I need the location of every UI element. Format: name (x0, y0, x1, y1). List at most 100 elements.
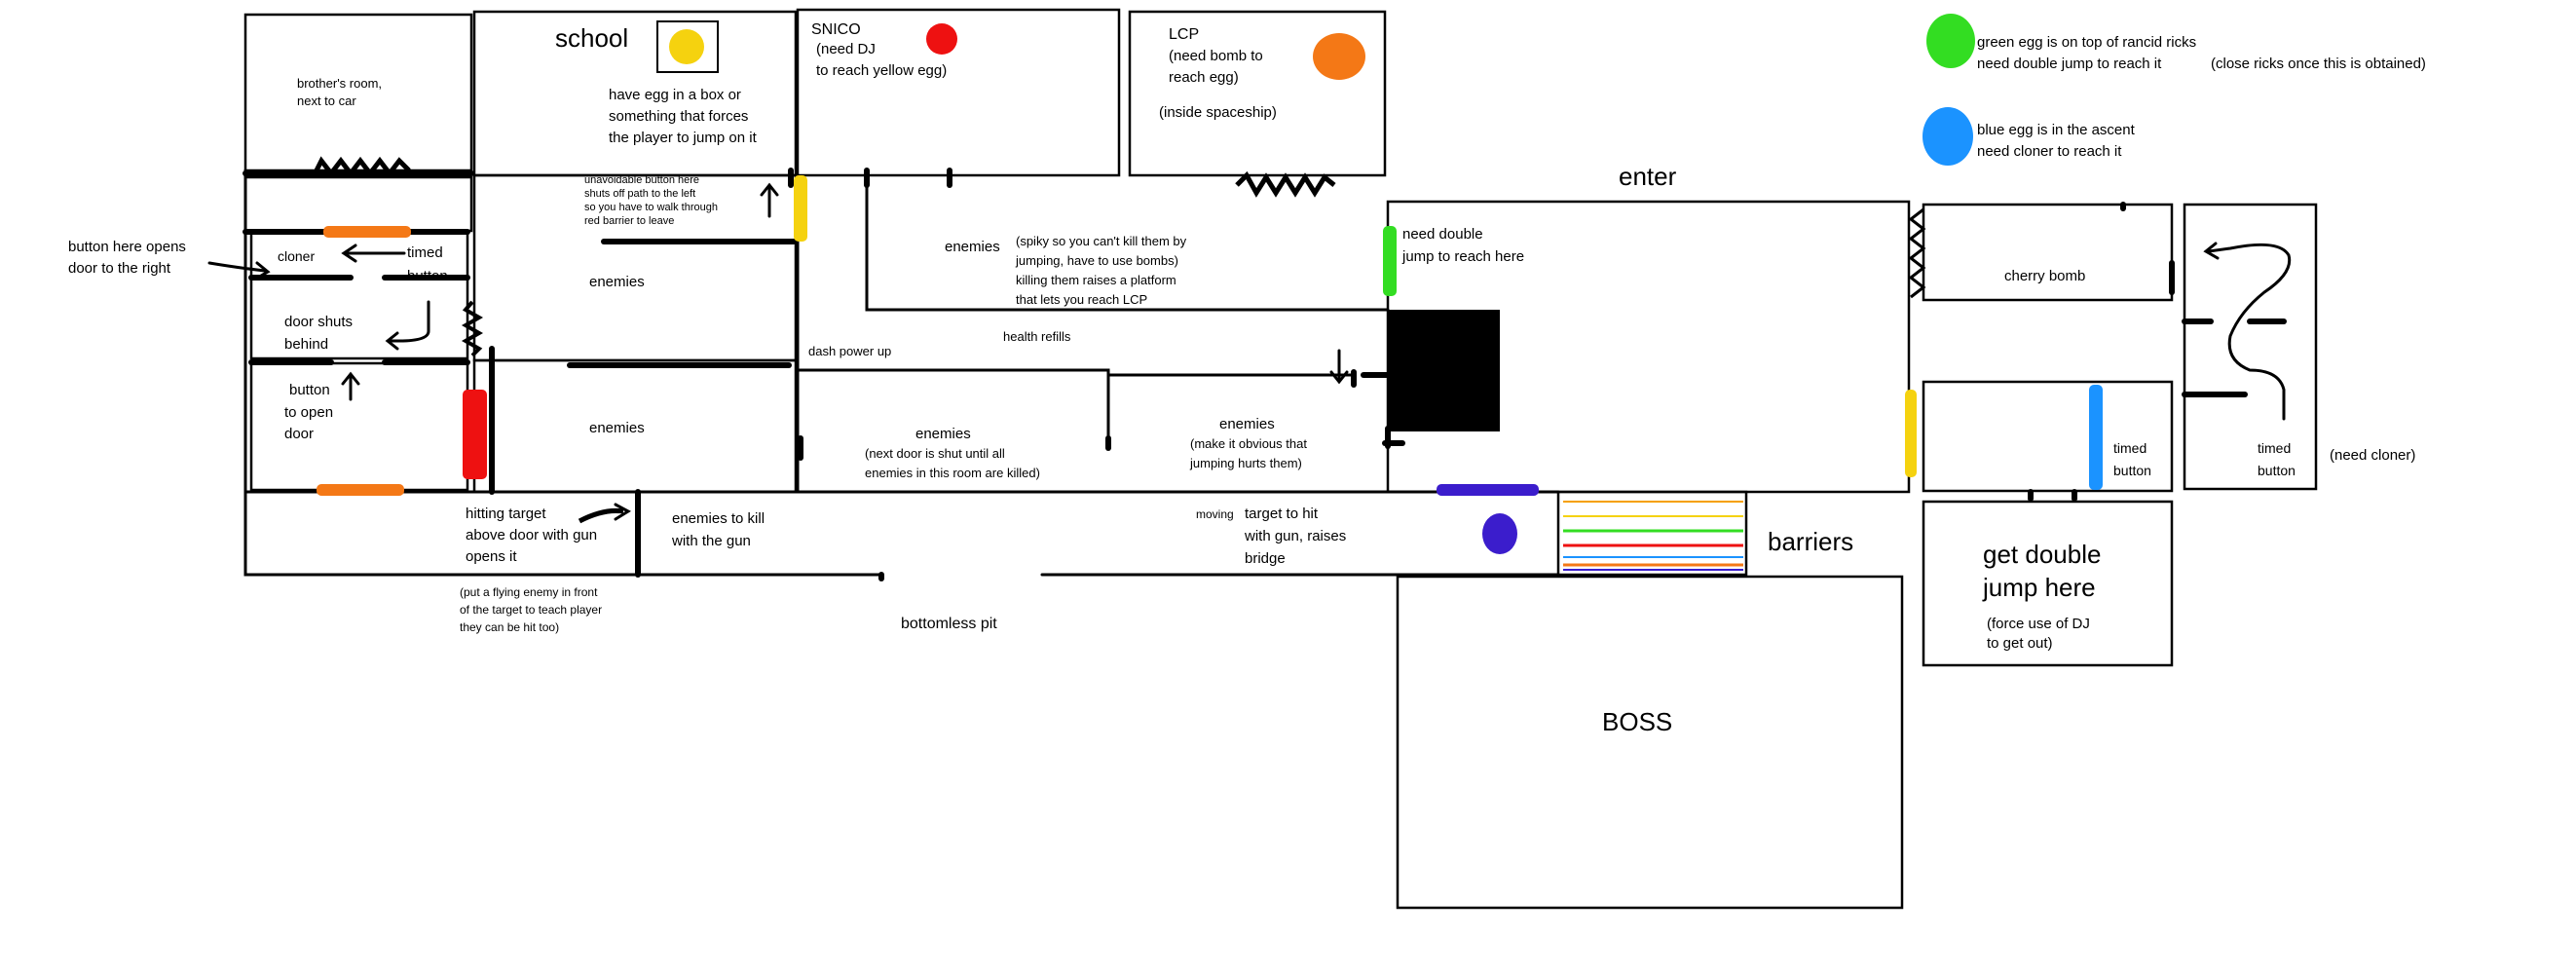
need-cloner-label: (need cloner) (2330, 447, 2415, 464)
moving-target-1: moving (1196, 507, 1234, 521)
school-egg-note-3: the player to jump on it (609, 130, 758, 146)
button-open-door-1: button (289, 382, 330, 398)
red-egg-icon (926, 23, 957, 55)
need-double-jump-2: jump to reach here (1401, 248, 1524, 265)
legend-green-2: need double jump to reach it (1977, 56, 2162, 72)
unavoidable-button-3: so you have to walk through (584, 202, 718, 213)
enemies-to-kill-2: with the gun (671, 533, 751, 549)
enemies-spiky-1: (spiky so you can't kill them by (1016, 234, 1187, 248)
enemies-next-door-label: enemies (915, 426, 971, 442)
egg-box (656, 20, 719, 73)
spring-icon (461, 300, 484, 357)
arrow-icon (1329, 349, 1349, 385)
spring-icon (1235, 170, 1336, 198)
unavoidable-button-2: shuts off path to the left (584, 188, 695, 200)
get-double-jump-1: get double (1983, 540, 2101, 569)
timed-button-ascent-2: button (2258, 463, 2296, 478)
enemies-next-door-2: enemies in this room are killed) (865, 466, 1040, 480)
arrow-icon (578, 503, 632, 524)
button-open-door-3: door (284, 426, 314, 442)
door-shuts-2: behind (284, 336, 328, 353)
brothers-room (243, 13, 473, 172)
unavoidable-button-1: unavoidable button here (584, 174, 699, 186)
black-block (1388, 310, 1500, 431)
get-double-jump-2: jump here (1982, 573, 2096, 602)
legend-green-1: green egg is on top of rancid ricks (1977, 34, 2196, 51)
enemies-obvious-1: (make it obvious that (1190, 436, 1307, 451)
brothers-room-label-line1: brother's room, (297, 76, 382, 91)
target-icon (1482, 513, 1517, 554)
lcp-note-2: reach egg) (1169, 69, 1239, 86)
left-upper-room (243, 175, 473, 233)
dash-power-up-label: dash power up (808, 344, 891, 358)
ascent-path-icon (2203, 242, 2292, 421)
brothers-room-label-line2: next to car (297, 94, 356, 108)
enemies-upper: enemies (589, 274, 645, 290)
enemies-obvious-label: enemies (1219, 416, 1275, 432)
mid-corridor-wall-a (796, 368, 1110, 445)
bottomless-pit-label: bottomless pit (901, 616, 997, 632)
arrow-icon (341, 371, 360, 401)
unavoidable-button-4: red barrier to leave (584, 215, 674, 227)
enemies-lower: enemies (589, 420, 645, 436)
force-dj-1: (force use of DJ (1987, 616, 2090, 632)
orange-egg-icon (1313, 33, 1365, 80)
cherry-bomb-room (1922, 203, 2174, 302)
arrow-icon (341, 244, 406, 263)
door-shuts-1: door shuts (284, 314, 353, 330)
enemies-to-kill-1: enemies to kill (672, 510, 765, 527)
timed-button-right-1: timed (2113, 440, 2147, 456)
enemies-spiky-3: killing them raises a platform (1016, 273, 1176, 287)
orange-door-marker (323, 226, 411, 238)
cloner-label: cloner (278, 248, 315, 264)
button-opens-door-2: door to the right (68, 260, 171, 277)
flying-enemy-1: (put a flying enemy in front (460, 585, 598, 599)
ascent-room (2183, 203, 2318, 491)
button-open-door-2: to open (284, 404, 333, 421)
timed-button-ascent-1: timed (2258, 440, 2291, 456)
legend-blue-1: blue egg is in the ascent (1977, 122, 2136, 138)
hitting-target-2: above door with gun (466, 527, 597, 543)
purple-platform (1437, 484, 1539, 496)
enter-label: enter (1619, 162, 1677, 191)
snico-note-1: (need DJ (816, 41, 876, 57)
boss-room (1396, 575, 1904, 910)
spikes-icon (1908, 207, 1926, 299)
snico-note-2: to reach yellow egg) (816, 62, 947, 79)
force-dj-2: to get out) (1987, 635, 2053, 652)
bottom-corridor-floor-left (243, 490, 883, 577)
blue-egg-icon (1923, 107, 1973, 166)
blue-barrier (2089, 385, 2103, 490)
legend-blue-2: need cloner to reach it (1977, 143, 2122, 160)
flying-enemy-3: they can be hit too) (460, 620, 559, 634)
red-barrier (463, 390, 487, 479)
timed-button-room (1922, 380, 2174, 493)
barrier-box (1556, 490, 1748, 577)
moving-target-2: target to hit (1245, 506, 1319, 522)
enemies-next-door-1: (next door is shut until all (865, 446, 1005, 461)
yellow-egg-icon (669, 29, 704, 64)
timed-button-left-2: button (407, 268, 448, 284)
boss-label: BOSS (1602, 707, 1672, 736)
arrow-icon (385, 300, 430, 351)
spring-icon (314, 156, 411, 178)
enemies-obvious-2: jumping hurts them) (1189, 456, 1302, 470)
double-jump-room (1922, 500, 2174, 667)
arrow-icon (760, 182, 779, 218)
timed-button-right-2: button (2113, 463, 2151, 478)
timed-button-left-1: timed (407, 244, 443, 261)
legend-green-extra: (close ricks once this is obtained) (2211, 56, 2426, 72)
yellow-barrier (794, 175, 807, 242)
green-egg-icon (1926, 14, 1975, 68)
school-egg-note-2: something that forces (609, 108, 748, 125)
hitting-target-3: opens it (466, 548, 517, 565)
lcp-note-1: (need bomb to (1169, 48, 1263, 64)
enemies-spiky-2: jumping, have to use bombs) (1015, 253, 1178, 268)
orange-door-marker (317, 484, 404, 496)
need-double-jump-1: need double (1402, 226, 1483, 243)
lcp-title: LCP (1169, 26, 1199, 43)
spiky-enemies-room (865, 173, 1390, 312)
lcp-inside: (inside spaceship) (1159, 104, 1277, 121)
snico-title: SNICO (811, 21, 861, 38)
